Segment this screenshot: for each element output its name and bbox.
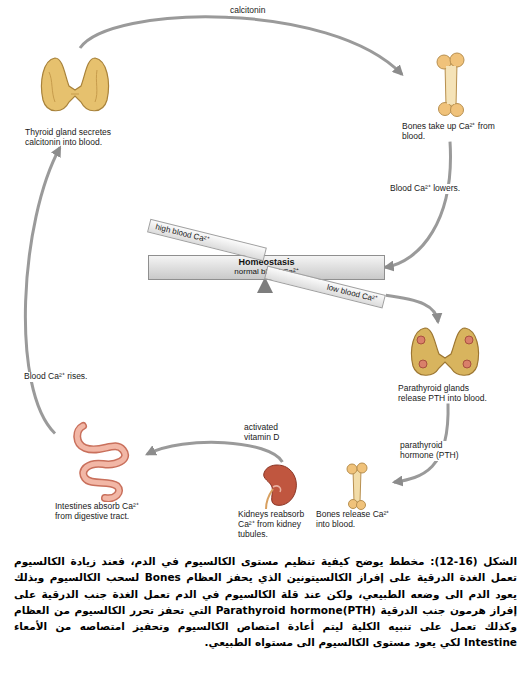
parathyroid-illustration [405, 324, 485, 382]
thyroid-illustration [35, 52, 115, 118]
figure-caption: الشكل (16-12): مخطط يوضح كيفية تنظيم مست… [14, 553, 517, 651]
flow-arrow [147, 442, 282, 462]
flow-arrow [25, 148, 60, 434]
kidney-illustration [252, 462, 302, 510]
flow-arrow [386, 295, 438, 322]
node-label: high blood Ca²⁺ [154, 222, 259, 257]
intestine-illustration [65, 420, 140, 502]
node-label: Bones take up Ca²⁺ from blood. [402, 122, 498, 142]
flow-arrow [80, 17, 402, 75]
node-label: Parathyroid glands release PTH into bloo… [398, 384, 498, 404]
flow-arrow [385, 142, 450, 268]
edge-label: Blood Ca²⁺ lowers. [388, 184, 462, 194]
bone-illustration [410, 52, 490, 118]
kidney-node: Kidneys reabsorb Ca²⁺ from kidney tubule… [238, 462, 312, 539]
edge-label: parathyroid hormone (PTH) [398, 441, 474, 461]
edge-label: calcitonin [228, 6, 267, 16]
thyroid-node: Thyroid gland secretes calcitonin into b… [25, 48, 125, 148]
node-label: Intestines absorb Ca²⁺ from digestive tr… [55, 502, 147, 522]
bone-node: Bones take up Ca²⁺ from blood. [402, 52, 498, 142]
bone-illustration [332, 462, 382, 510]
bone-node: Bones release Ca²⁺ into blood. [316, 462, 394, 530]
node-label: Bones release Ca²⁺ into blood. [316, 510, 394, 530]
node-label: Kidneys reabsorb Ca²⁺ from kidney tubule… [238, 510, 312, 539]
node-label: Thyroid gland secretes calcitonin into b… [25, 128, 125, 148]
intestine-node: Intestines absorb Ca²⁺ from digestive tr… [55, 418, 147, 522]
edge-label: Blood Ca²⁺ rises. [22, 372, 89, 382]
edge-label: activated vitamin D [242, 423, 304, 443]
parathyroid-node: Parathyroid glands release PTH into bloo… [398, 322, 498, 404]
